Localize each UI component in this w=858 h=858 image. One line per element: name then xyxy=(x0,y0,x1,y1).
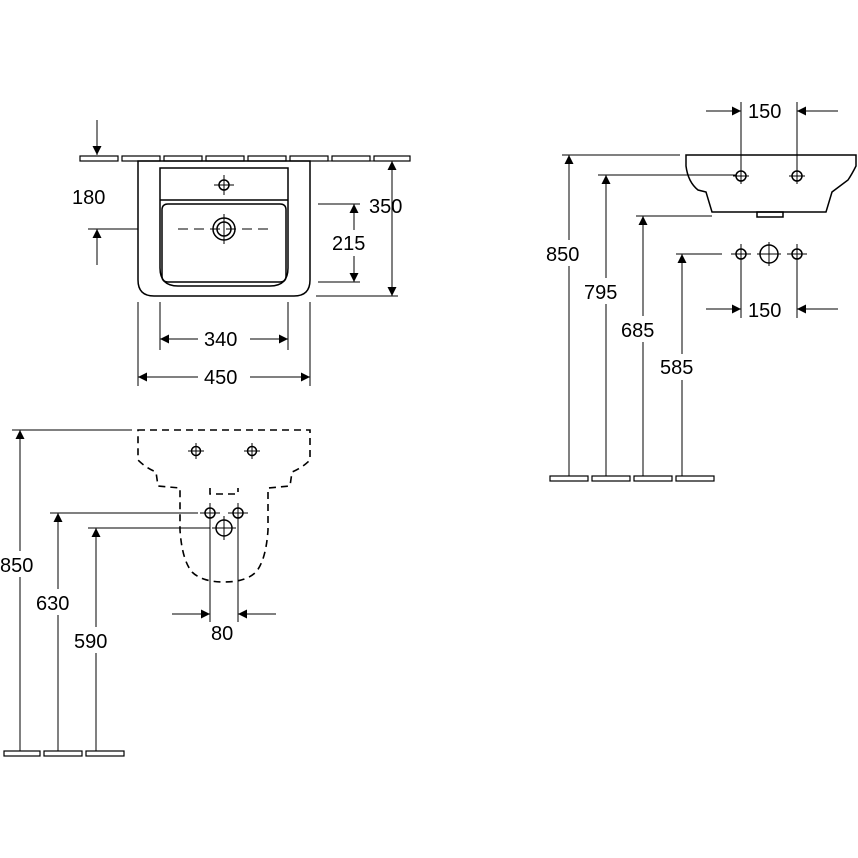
tap-hole-icon xyxy=(214,175,234,195)
dim-bowl-width: 340 xyxy=(204,329,237,351)
floor-strip-front xyxy=(3,750,125,757)
front-view: 80 850 630 590 xyxy=(0,429,311,757)
dim-front-rim-height: 850 xyxy=(0,555,33,577)
front-supply-left-icon xyxy=(200,503,220,523)
dim-side-supply-height: 585 xyxy=(660,357,693,379)
front-drain-icon xyxy=(212,516,236,540)
supply-right-icon xyxy=(787,244,807,264)
drain-outlet-icon xyxy=(757,242,781,266)
drain-icon xyxy=(178,214,270,244)
basin-hidden-outline xyxy=(137,429,311,583)
basin-profile xyxy=(685,154,857,213)
front-tap-left-icon xyxy=(188,443,204,459)
bowl-outline xyxy=(161,203,287,283)
dim-supply-spacing: 150 xyxy=(748,300,781,322)
dim-front-drain-height: 590 xyxy=(74,631,107,653)
dim-tap-spacing: 150 xyxy=(748,101,781,123)
wall-strip xyxy=(79,155,411,162)
dim-overall-depth: 350 xyxy=(369,196,402,218)
side-view: 150 150 850 795 685 585 xyxy=(545,101,857,482)
basin-outline xyxy=(137,160,311,297)
floor-strip xyxy=(549,475,715,482)
dim-bowl-depth: 215 xyxy=(332,233,365,255)
dim-side-tap-height: 795 xyxy=(584,282,617,304)
dim-front-supply-spacing: 80 xyxy=(211,623,233,645)
dim-overall-width: 450 xyxy=(204,367,237,389)
dim-rim-depth: 180 xyxy=(72,187,105,209)
dim-front-supply-height: 630 xyxy=(36,593,69,615)
dim-side-drain-height: 685 xyxy=(621,320,654,342)
top-view: 180 350 215 340 450 xyxy=(72,120,411,389)
basin-inner-rim xyxy=(159,167,289,287)
front-tap-right-icon xyxy=(244,443,260,459)
dim-side-rim-height: 850 xyxy=(546,244,579,266)
front-supply-right-icon xyxy=(228,503,248,523)
